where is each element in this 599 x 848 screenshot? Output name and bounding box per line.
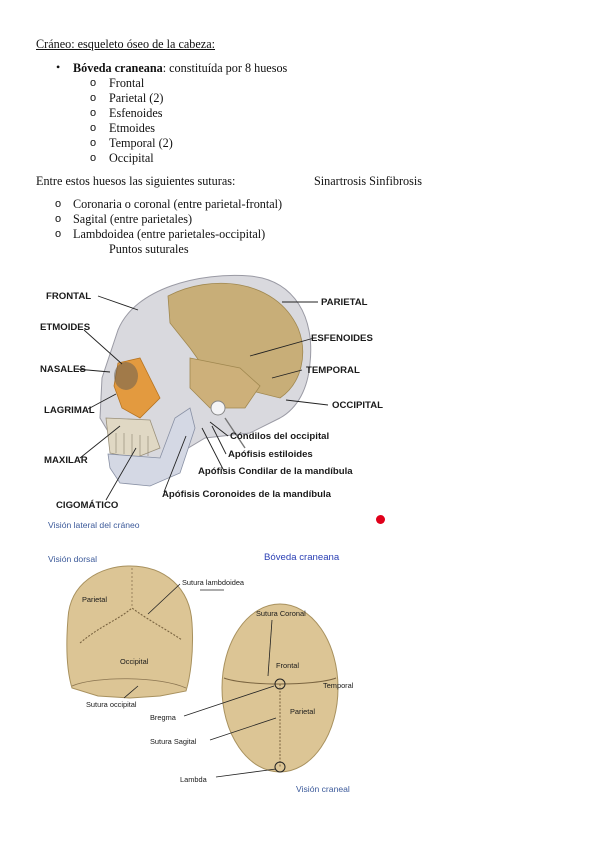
- bone-item: Esfenoides: [109, 106, 163, 120]
- suture-item: Sagital (entre parietales): [73, 212, 193, 226]
- sub-marker: o: [55, 213, 62, 225]
- boveda-line: Bóveda craneana: constituída por 8 hueso…: [73, 61, 287, 76]
- caption-craneal: Visión craneal: [296, 784, 350, 794]
- temporal-bone: [189, 357, 261, 409]
- label-cranial-parietal: Parietal: [290, 707, 315, 716]
- sutures-type: Sinartrosis Sinfibrosis: [314, 174, 423, 188]
- suture-item: Lambdoidea (entre parietales-occipital): [73, 227, 266, 241]
- page-heading: Cráneo: esqueleto óseo de la cabeza:: [36, 37, 216, 51]
- dorsal-skull: [66, 565, 194, 699]
- label-lambda: Lambda: [180, 775, 208, 784]
- label-condilos: Cóndilos del occipital: [230, 431, 329, 442]
- occipital-base-line: [71, 678, 187, 689]
- red-dot-marker: [376, 515, 385, 524]
- styloid: [224, 417, 246, 449]
- label-sutura-occipital: Sutura occipital: [86, 700, 137, 709]
- puntos-suturales: Puntos suturales: [109, 242, 189, 256]
- label-cigomatico: CIGOMÁTICO: [56, 499, 119, 511]
- bregma-point: [274, 678, 286, 690]
- label-dorsal-occipital: Occipital: [120, 657, 149, 666]
- bullet-marker: •: [56, 60, 61, 74]
- ear-canal: [210, 400, 226, 416]
- label-estiloides: Apófisis estiloides: [228, 449, 313, 460]
- bone-item: Temporal (2): [109, 136, 173, 150]
- label-lambdoidea: Sutura lambdoidea: [182, 578, 245, 587]
- bone-item: Etmoides: [109, 121, 156, 135]
- sub-marker: o: [55, 228, 62, 240]
- lambda-point: [274, 761, 286, 773]
- boveda-term: Bóveda craneana: [73, 61, 163, 75]
- label-dorsal-parietal: Parietal: [82, 595, 107, 604]
- label-coronoides: Apófisis Coronoides de la mandíbula: [162, 489, 332, 500]
- suture-item: Coronaria o coronal (entre parietal-fron…: [73, 197, 283, 211]
- sub-marker: o: [55, 198, 62, 210]
- label-parietal: PARIETAL: [321, 297, 368, 308]
- lateral-leader-lines: [75, 295, 329, 501]
- label-occipital: OCCIPITAL: [332, 400, 383, 411]
- sutures-intro: Entre estos huesos las siguientes sutura…: [36, 174, 236, 188]
- label-esfenoides: ESFENOIDES: [311, 333, 373, 344]
- orbit: [114, 362, 138, 390]
- sub-marker: o: [90, 77, 97, 89]
- label-sutura-sagital: Sutura Sagital: [150, 737, 197, 746]
- boveda-desc: : constituída por 8 huesos: [162, 61, 288, 75]
- parietal-bone: [167, 282, 304, 399]
- caption-dorsal: Visión dorsal: [48, 554, 97, 564]
- label-maxilar: MAXILAR: [44, 455, 88, 466]
- sub-marker: o: [90, 92, 97, 104]
- sub-marker: o: [90, 152, 97, 164]
- sub-marker: o: [90, 107, 97, 119]
- bone-item: Frontal: [109, 76, 145, 90]
- label-sutura-coronal: Sutura Coronal: [256, 609, 306, 618]
- sub-marker: o: [90, 137, 97, 149]
- boveda-title: Bóveda craneana: [264, 552, 340, 563]
- label-condilar: Apófisis Condilar de la mandíbula: [198, 466, 353, 477]
- label-nasales: NASALES: [40, 364, 86, 375]
- bone-item: Parietal (2): [109, 91, 164, 105]
- label-etmoides: ETMOIDES: [40, 322, 91, 333]
- boveda-leader-lines: [123, 583, 277, 778]
- sub-marker: o: [90, 122, 97, 134]
- label-frontal: FRONTAL: [46, 291, 91, 302]
- coronal-suture-line: [223, 677, 337, 685]
- label-bregma: Bregma: [150, 713, 177, 722]
- lateral-skull-figure: FRONTAL ETMOIDES NASALES LAGRIMAL MAXILA…: [40, 274, 383, 530]
- label-lagrimal: LAGRIMAL: [44, 405, 95, 416]
- mandible: [107, 407, 196, 487]
- bone-item: Occipital: [109, 151, 154, 165]
- label-cranial-temporal: Temporal: [323, 681, 354, 690]
- teeth: [115, 433, 149, 456]
- boveda-figures: Visión dorsal Bóveda craneana Sutura lam…: [48, 552, 354, 794]
- caption-lateral: Visión lateral del cráneo: [48, 520, 140, 530]
- label-temporal: TEMPORAL: [306, 365, 360, 376]
- maxilla: [105, 417, 161, 459]
- label-cranial-frontal: Frontal: [276, 661, 299, 670]
